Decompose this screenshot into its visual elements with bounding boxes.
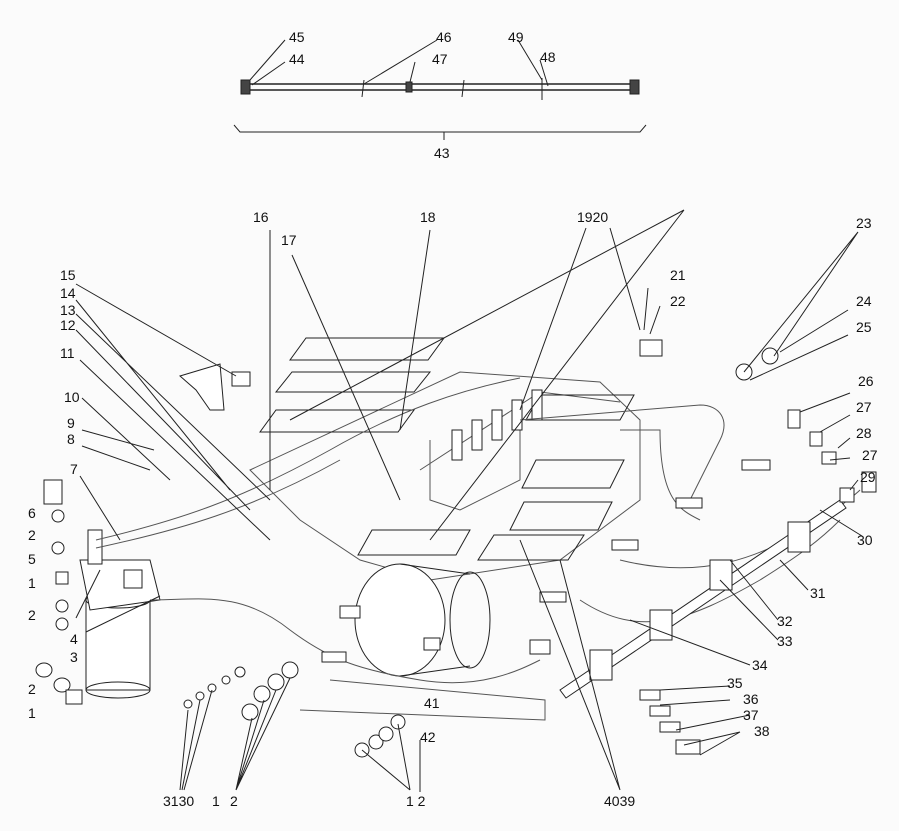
callout-1b: 1 bbox=[28, 705, 36, 721]
callout-5: 5 bbox=[28, 551, 36, 567]
callout-29: 29 bbox=[860, 469, 876, 485]
callout-12: 12 bbox=[60, 317, 76, 333]
callout-1: 1 bbox=[28, 575, 36, 591]
callout-26: 26 bbox=[858, 373, 874, 389]
callout-24: 24 bbox=[856, 293, 872, 309]
fuel-rail bbox=[539, 459, 855, 699]
callout-37: 37 bbox=[743, 707, 759, 723]
callout-30: 30 bbox=[857, 532, 873, 548]
callout-48: 48 bbox=[540, 49, 556, 65]
fuel-filter bbox=[79, 529, 161, 699]
callout-42: 42 bbox=[420, 729, 436, 745]
callout-34: 34 bbox=[752, 657, 768, 673]
callout-41: 41 bbox=[424, 695, 440, 711]
callout-3130: 3130 bbox=[163, 793, 194, 809]
callout-8: 8 bbox=[67, 431, 75, 447]
callout-labels: 45 44 46 47 49 48 43 16 18 17 1920 23 21… bbox=[28, 29, 878, 809]
callout-47: 47 bbox=[432, 51, 448, 67]
leader-lines-top bbox=[249, 39, 549, 87]
callout-4: 4 bbox=[70, 631, 78, 647]
callout-18: 18 bbox=[420, 209, 436, 225]
callout-7: 7 bbox=[70, 461, 78, 477]
callout-21: 21 bbox=[670, 267, 686, 283]
callout-2d: 2 bbox=[230, 793, 238, 809]
callout-9: 9 bbox=[67, 415, 75, 431]
callout-43: 43 bbox=[434, 145, 450, 161]
callout-2: 2 bbox=[28, 527, 36, 543]
callout-44: 44 bbox=[289, 51, 305, 67]
callout-46: 46 bbox=[436, 29, 452, 45]
callout-15: 15 bbox=[60, 267, 76, 283]
callout-1c: 1 bbox=[212, 793, 220, 809]
callout-1920: 1920 bbox=[577, 209, 608, 225]
callout-27: 27 bbox=[856, 399, 872, 415]
callout-28: 28 bbox=[856, 425, 872, 441]
callout-32: 32 bbox=[777, 613, 793, 629]
callout-16: 16 bbox=[253, 209, 269, 225]
callout-27b: 27 bbox=[862, 447, 878, 463]
leader-lines bbox=[75, 209, 863, 792]
callout-10: 10 bbox=[64, 389, 80, 405]
callout-6: 6 bbox=[28, 505, 36, 521]
callout-13: 13 bbox=[60, 302, 76, 318]
callout-4039: 4039 bbox=[604, 793, 635, 809]
callout-36: 36 bbox=[743, 691, 759, 707]
callout-31: 31 bbox=[810, 585, 826, 601]
rod-assembly bbox=[233, 78, 647, 140]
callout-35: 35 bbox=[727, 675, 743, 691]
callout-23: 23 bbox=[856, 215, 872, 231]
callout-22: 22 bbox=[670, 293, 686, 309]
callout-2b: 2 bbox=[28, 607, 36, 623]
callout-11: 11 bbox=[60, 345, 75, 361]
callout-1-2: 1 2 bbox=[406, 793, 426, 809]
callout-45: 45 bbox=[289, 29, 305, 45]
callout-2c: 2 bbox=[28, 681, 36, 697]
small-parts bbox=[35, 339, 877, 758]
callout-3: 3 bbox=[70, 649, 78, 665]
callout-33: 33 bbox=[777, 633, 793, 649]
callout-14: 14 bbox=[60, 285, 76, 301]
callout-38: 38 bbox=[754, 723, 770, 739]
callout-49: 49 bbox=[508, 29, 524, 45]
callout-25: 25 bbox=[856, 319, 872, 335]
callout-17: 17 bbox=[281, 232, 297, 248]
engine-block bbox=[249, 337, 641, 677]
